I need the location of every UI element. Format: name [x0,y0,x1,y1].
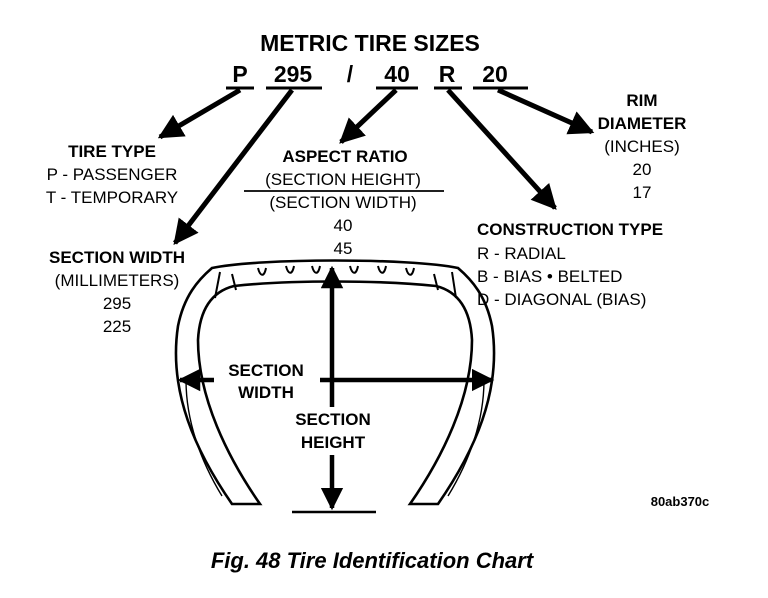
aspect-ratio-heading: ASPECT RATIO [282,147,407,166]
section-height-label-1: SECTION [295,410,371,429]
rim-diameter-heading-1: RIM [626,91,657,110]
tire-inner-shading [185,379,485,497]
size-code-aspect: 40 [384,61,410,87]
arrow-construction-type [446,88,557,210]
tire-tread-grooves [214,265,457,299]
aspect-ratio-value-1: 40 [334,216,353,235]
tire-type-legend: TIRE TYPE P - PASSENGER T - TEMPORARY [46,142,178,207]
section-width-label-2: WIDTH [238,383,294,402]
tire-type-heading: TIRE TYPE [68,142,156,161]
section-width-label-bg [214,355,320,405]
construction-type-heading: CONSTRUCTION TYPE [477,220,663,239]
size-code-width: 295 [274,61,313,87]
section-width-legend: SECTION WIDTH (MILLIMETERS) 295 225 [49,248,185,336]
pointer-arrows [157,87,595,245]
construction-type-legend: CONSTRUCTION TYPE R - RADIAL B - BIAS • … [477,220,663,309]
size-code-slash: / [347,61,354,87]
rim-diameter-value-2: 17 [633,183,652,202]
tire-cross-section [174,259,496,506]
construction-type-bias-belted: B - BIAS • BELTED [477,267,622,286]
dimension-arrows: SECTION WIDTH SECTION HEIGHT [177,265,495,514]
section-height-label-bg [280,407,388,455]
section-width-label-1: SECTION [228,361,304,380]
tire-type-passenger: P - PASSENGER [47,165,178,184]
rim-diameter-unit: (INCHES) [604,137,680,156]
arrow-aspect-ratio [339,88,398,144]
size-code-prefix: P [232,61,247,87]
tire-outer-outline [174,259,496,506]
rim-diameter-heading-2: DIAMETER [598,114,687,133]
section-height-label-2: HEIGHT [301,433,366,452]
tire-type-temporary: T - TEMPORARY [46,188,178,207]
aspect-ratio-denominator: (SECTION WIDTH) [269,193,416,212]
section-width-heading: SECTION WIDTH [49,248,185,267]
figure-caption: Fig. 48 Tire Identification Chart [211,548,535,573]
aspect-ratio-numerator: (SECTION HEIGHT) [265,170,421,189]
size-code-rim: 20 [482,61,508,87]
size-code: P 295 / 40 R 20 [226,61,528,90]
section-width-value-1: 295 [103,294,131,313]
arrow-rim-diameter [496,87,595,135]
construction-type-radial: R - RADIAL [477,244,566,263]
section-width-value-2: 225 [103,317,131,336]
size-code-construction: R [439,61,456,87]
aspect-ratio-legend: ASPECT RATIO (SECTION HEIGHT) (SECTION W… [244,147,444,258]
section-width-unit: (MILLIMETERS) [55,271,180,290]
rim-diameter-value-1: 20 [633,160,652,179]
figure-code: 80ab370c [651,494,710,509]
aspect-ratio-value-2: 45 [334,239,353,258]
rim-diameter-legend: RIM DIAMETER (INCHES) 20 17 [598,91,687,202]
construction-type-diagonal: D - DIAGONAL (BIAS) [477,290,646,309]
chart-title: METRIC TIRE SIZES [260,30,480,56]
arrow-section-width [173,88,294,245]
arrow-tire-type [157,87,242,140]
